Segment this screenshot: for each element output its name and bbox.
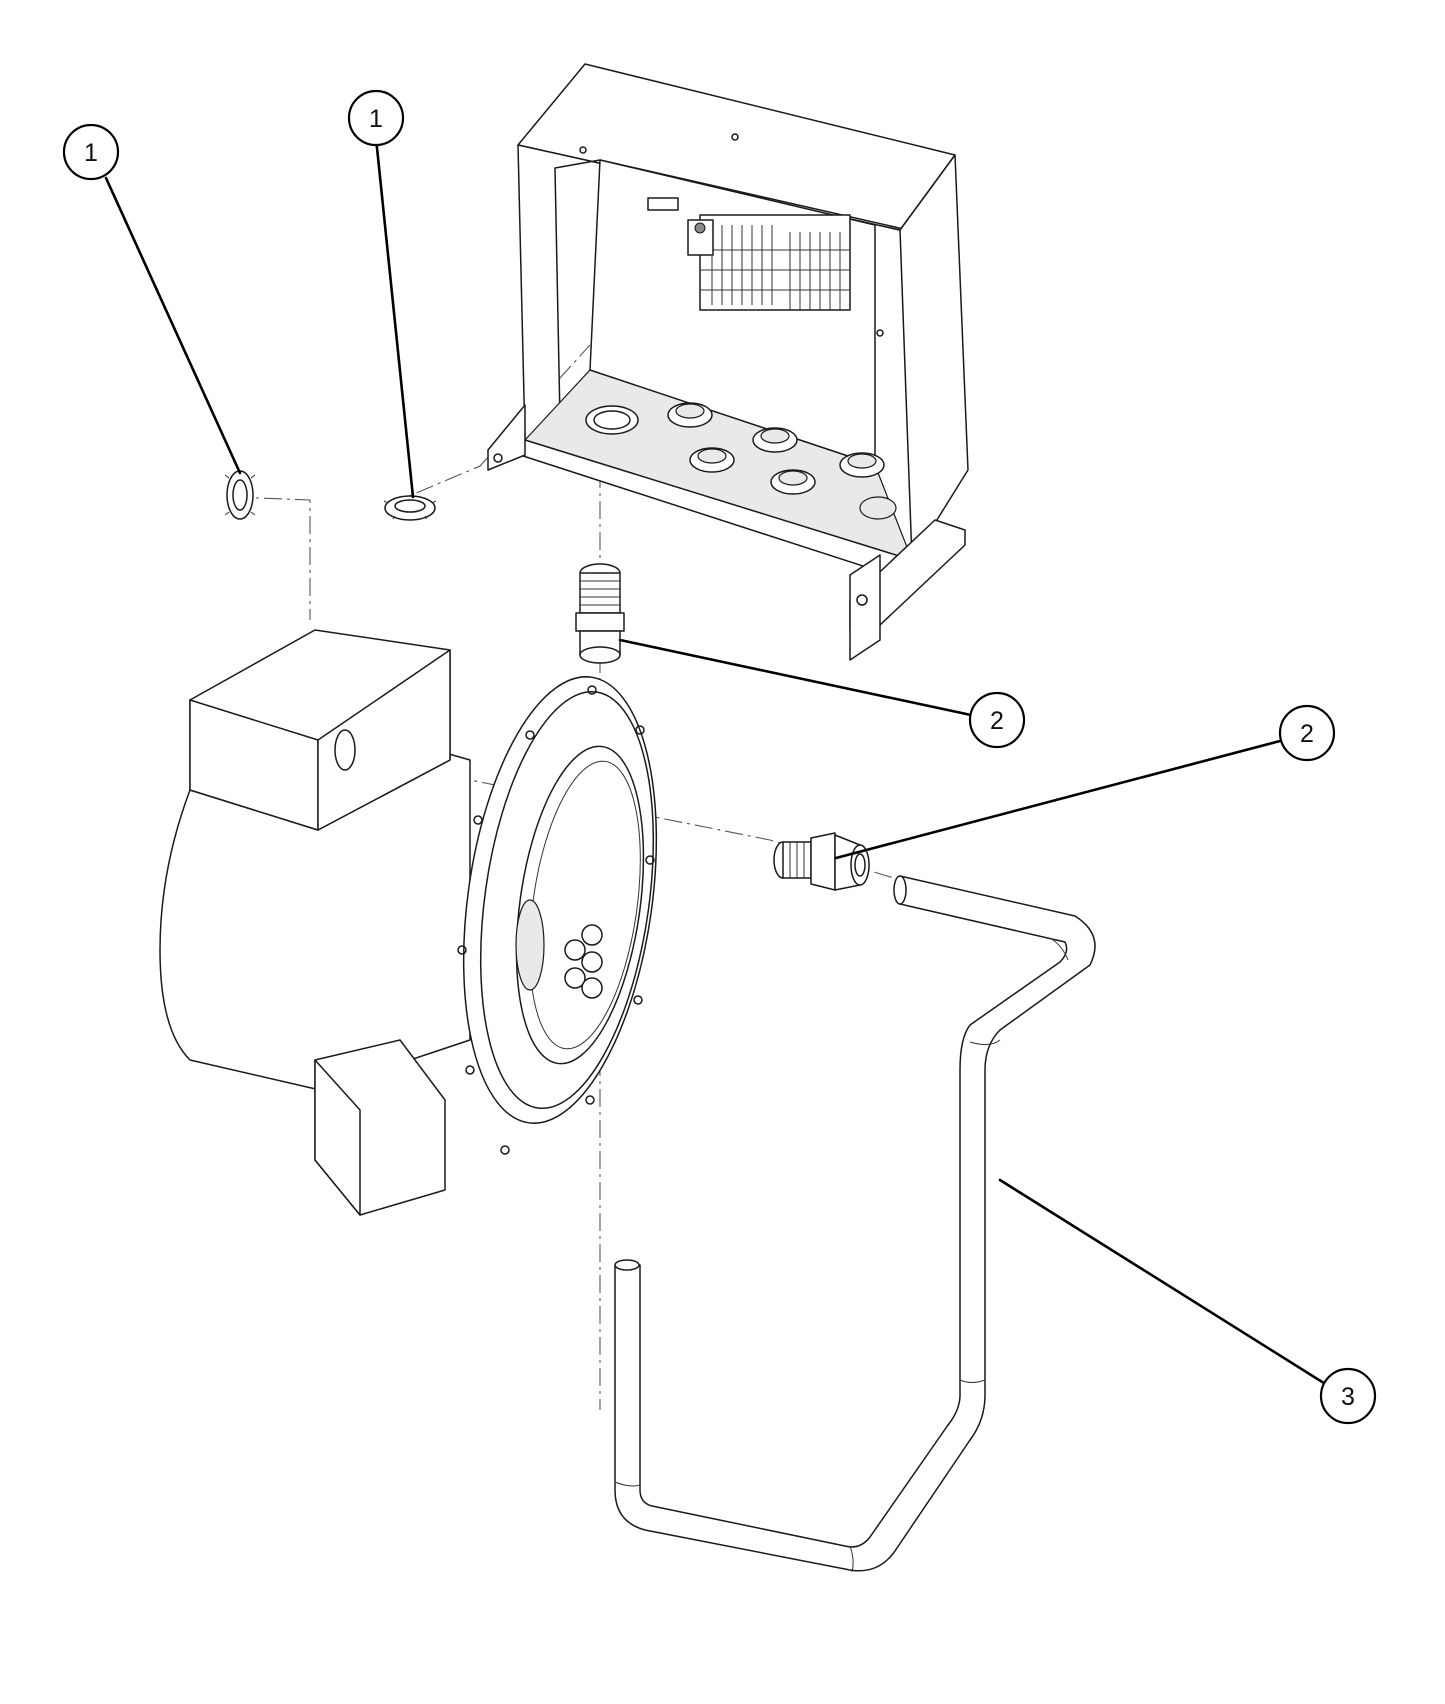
callout-balloon-1b: 1 <box>347 89 405 147</box>
cable-gland-vertical <box>575 563 625 664</box>
callout-balloon-3: 3 <box>1319 1367 1377 1425</box>
junction-box-icon <box>487 63 969 661</box>
balloon-label: 3 <box>1341 1383 1355 1411</box>
locknut-left <box>224 470 256 520</box>
cable-gland-horizontal <box>773 832 870 891</box>
balloon-label: 1 <box>84 139 98 167</box>
callout-balloon-1a: 1 <box>62 123 120 181</box>
enclosure-hubs <box>667 402 885 495</box>
balloon-label: 2 <box>990 707 1004 735</box>
terminal-blocks <box>647 197 851 311</box>
hub-bolts <box>564 924 603 999</box>
balloon-label: 2 <box>1300 720 1314 748</box>
locknut-right <box>383 495 437 521</box>
leader-lines <box>104 136 1337 1392</box>
motor-icon <box>159 629 658 1216</box>
balloon-label: 1 <box>369 105 383 133</box>
conduit-icon <box>614 875 1096 1573</box>
callout-balloon-2a: 2 <box>968 691 1026 749</box>
callout-balloon-2b: 2 <box>1278 704 1336 762</box>
